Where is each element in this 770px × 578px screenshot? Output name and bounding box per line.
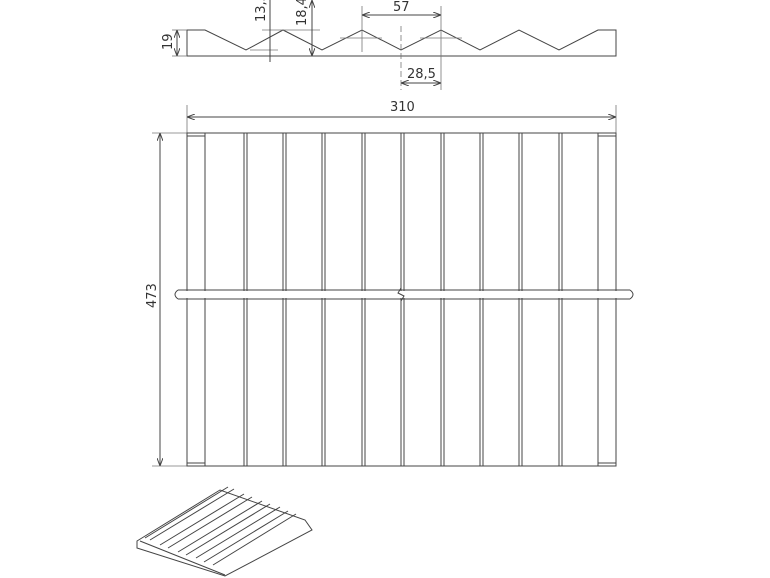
profile-view: 19 13,5 18,4 57 28,5 <box>161 0 617 90</box>
dim-width: 310 <box>390 100 415 115</box>
dim-valley-depth: 13,5 <box>254 0 269 22</box>
dim-peak-height: 18,4 <box>295 0 310 26</box>
dim-half-pitch: 28,5 <box>407 67 436 82</box>
plan-view: 310 473 <box>145 100 634 467</box>
dim-pitch: 57 <box>393 0 410 15</box>
profile-outline <box>186 29 617 57</box>
isometric-view <box>136 486 313 577</box>
dim-length: 473 <box>145 283 160 308</box>
dim-height-total: 19 <box>161 33 176 50</box>
